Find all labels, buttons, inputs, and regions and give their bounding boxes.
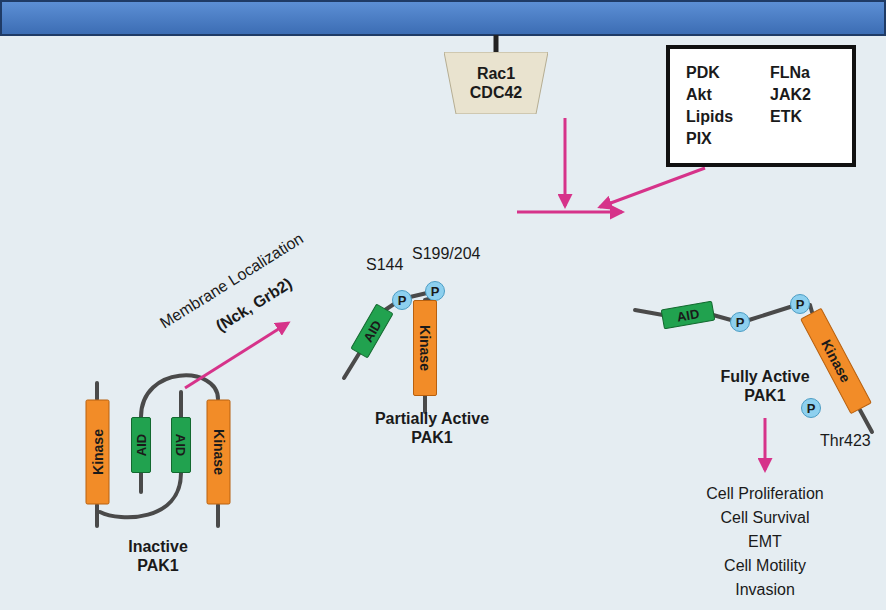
phospho-site: P [801,398,821,418]
membrane-bar [1,1,885,35]
phospho-site: P [425,281,445,301]
activator-name: ETK [770,108,836,126]
aid-domain: AID [171,417,191,473]
phospho-site: P [730,312,750,332]
activator-box: PDK FLNaAkt JAK2Lipids ETK PIX [666,45,856,167]
activator-name: PDK [686,64,752,82]
flow-arrow [185,118,765,470]
aid-domain-label: AID [135,434,148,456]
aid-domain: AID [661,301,716,330]
outcome-label: EMT [748,533,782,551]
state-label: Partially Active PAK1 [367,409,497,447]
kinase-domain: Kinase [413,300,437,396]
site-label: S144 [366,256,403,274]
kinase-domain-label: Kinase [819,337,853,384]
state-label: Fully Active PAK1 [700,367,830,405]
activator-name: Akt [686,86,752,104]
outcome-label: Cell Motility [724,557,806,575]
outcome-label: Cell Proliferation [706,485,823,503]
phospho-site-label: P [398,294,407,307]
kinase-domain-label: Kinase [90,429,104,475]
gtpase-name: Rac1 [477,64,515,83]
aid-domain-label: AID [175,434,188,456]
activator-name: FLNa [770,64,836,82]
gtpase-name: CDC42 [470,83,522,102]
phospho-site: P [790,294,810,314]
aid-domain-label: AID [361,318,383,344]
membrane-anchor [494,35,499,53]
phospho-site-label: P [807,402,816,415]
kinase-domain-label: Kinase [211,429,225,475]
kinase-domain-label: Kinase [418,325,432,371]
outcome-label: Cell Survival [721,509,810,527]
kinase-domain: Kinase [206,400,230,505]
phospho-site-label: P [736,316,745,329]
aid-domain: AID [131,417,151,473]
aid-domain: AID [350,303,393,358]
activator-name: JAK2 [770,86,836,104]
activator-name: Lipids [686,108,752,126]
outcome-label: Invasion [735,581,795,599]
phospho-site-label: P [796,298,805,311]
trapezoid-outline [444,52,548,114]
protein-backbone [97,293,872,526]
site-label: Thr423 [820,432,871,450]
phospho-site-label: P [431,285,440,298]
gtpase-trapezoid: Rac1CDC42 [444,52,548,114]
state-label: Inactive PAK1 [113,537,203,575]
phospho-site: P [392,290,412,310]
kinase-domain: Kinase [85,400,109,505]
site-label: S199/204 [412,245,481,263]
aid-domain-label: AID [676,307,700,324]
activator-name: PIX [686,130,752,148]
